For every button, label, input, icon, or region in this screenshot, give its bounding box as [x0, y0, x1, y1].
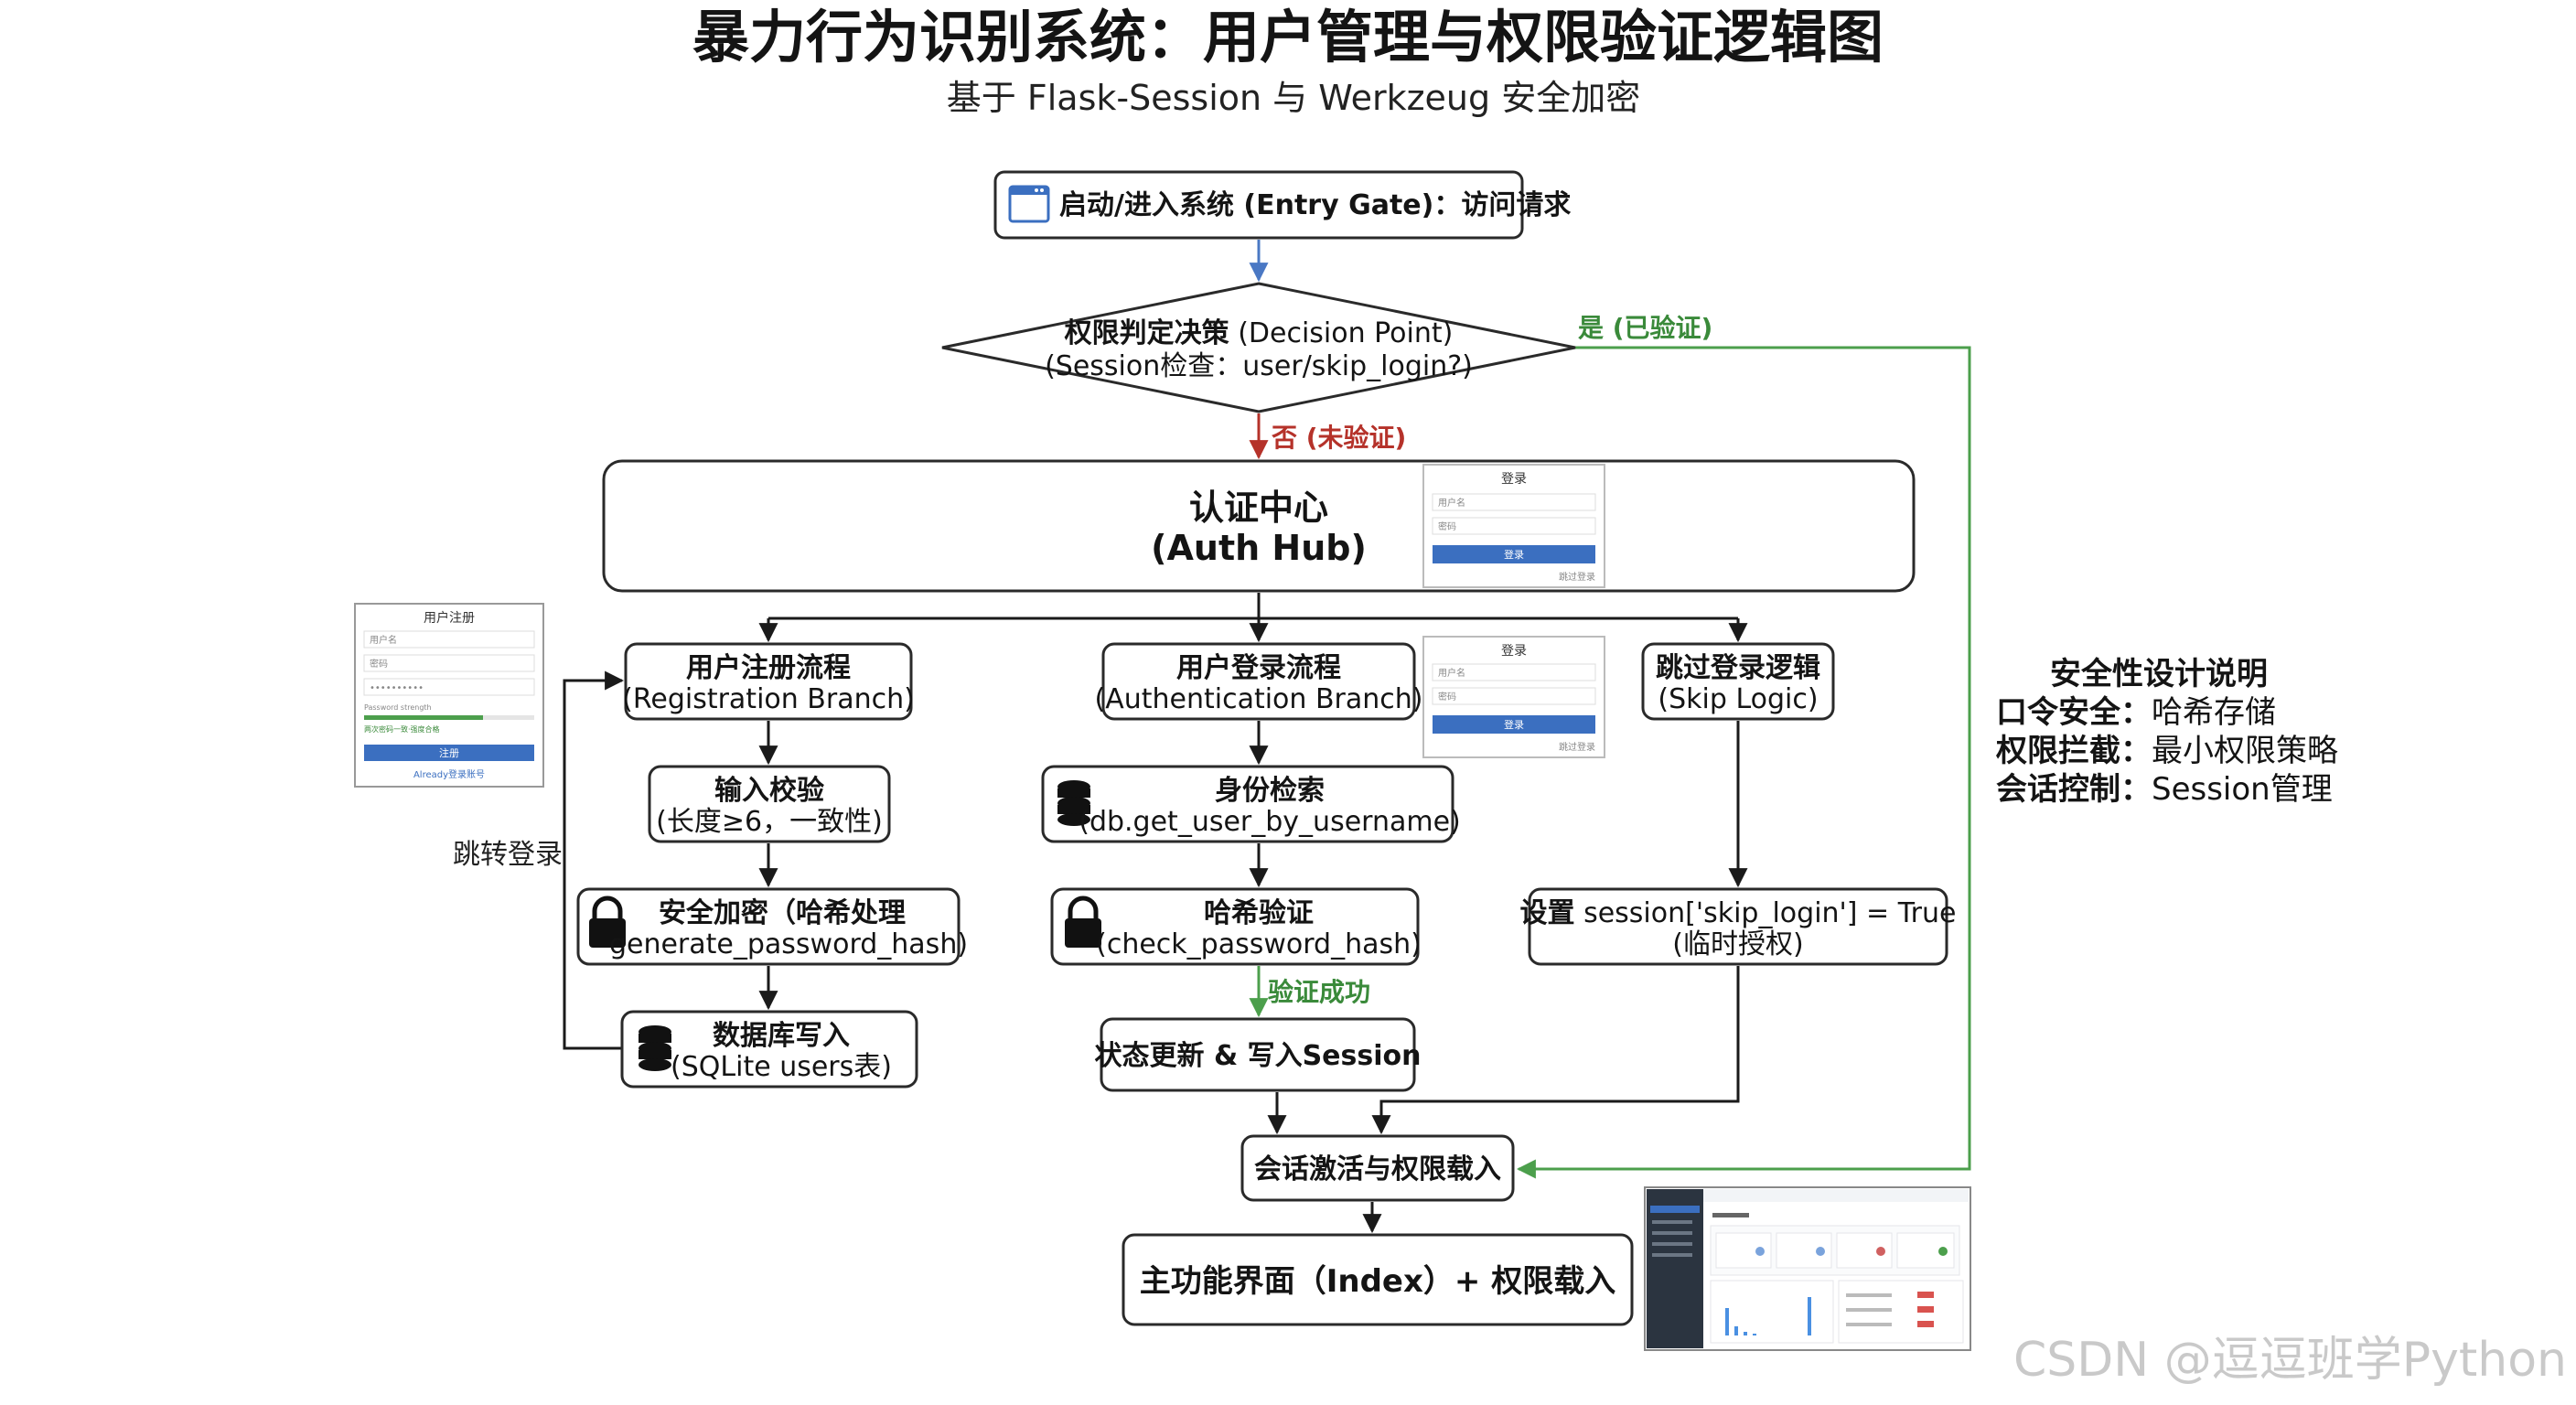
register-thumb-link: Already登录账号	[413, 768, 485, 780]
node-decision-line1-rest: (Decision Point)	[1229, 317, 1454, 349]
node-register-line1: 用户注册流程	[686, 652, 851, 684]
edge-label-yes: 是 (已验证)	[1578, 313, 1712, 343]
node-login-branch: 用户登录流程 (Authentication Branch)	[1095, 642, 1423, 721]
security-note-key-1: 口令安全：	[1996, 694, 2152, 731]
csdn-watermark: CSDN @逗逗班学Python	[2013, 1333, 2567, 1388]
login-form-thumbnail-2: 登录 用户名 密码 登录 跳过登录	[1422, 636, 1605, 758]
node-login-line1: 用户登录流程	[1176, 652, 1341, 684]
security-note-item-3: 会话控制：Session管理	[1996, 771, 2333, 808]
register-thumb-button: 注册	[439, 746, 459, 759]
login-thumb2-link: 跳过登录	[1559, 741, 1595, 753]
login-thumb-button: 登录	[1504, 548, 1524, 561]
node-identity-line1: 身份检索	[1215, 775, 1325, 807]
login-thumb2-field1: 用户名	[1438, 667, 1465, 679]
node-auth-hub: 认证中心 (Auth Hub)	[602, 459, 1916, 593]
node-auth-hub-line2: (Auth Hub)	[1151, 528, 1367, 568]
login-thumb-title: 登录	[1501, 472, 1527, 487]
node-db-write-line2: (SQLite users表)	[671, 1051, 892, 1083]
node-skip-set-line2: (临时授权)	[1672, 928, 1803, 960]
node-skip-set-line1-bold: 设置	[1520, 897, 1575, 929]
register-thumb-hint: 两次密码一致·强度合格	[364, 724, 440, 734]
node-skip-set-session: 设置 session['skip_login'] = True (临时授权)	[1520, 887, 1957, 966]
register-thumb-strength: Password strength	[364, 703, 432, 712]
database-icon	[639, 1025, 671, 1071]
edge-db-jump-login	[563, 670, 625, 1050]
node-skip-line1: 跳过登录逻辑	[1656, 652, 1820, 684]
node-entry-label: 启动/进入系统 (Entry Gate)：访问请求	[1059, 189, 1571, 221]
node-session-activate: 会话激活与权限载入	[1240, 1134, 1515, 1202]
node-skip-line2: (Skip Logic)	[1658, 683, 1818, 715]
database-icon	[1057, 780, 1090, 826]
node-db-write: 数据库写入 (SQLite users表)	[620, 1010, 918, 1089]
lock-icon	[589, 896, 626, 948]
edge-label-no: 否 (未验证)	[1272, 423, 1406, 453]
login-thumb-field1: 用户名	[1438, 497, 1465, 509]
node-auth-hub-line1: 认证中心	[1189, 488, 1328, 528]
node-decision-line1: 权限判定决策 (Decision Point)	[1064, 317, 1454, 349]
register-thumb-title: 用户注册	[424, 610, 475, 626]
register-thumb-field2: 密码	[370, 658, 388, 670]
node-main-interface: 主功能界面（Index）+ 权限载入	[1122, 1233, 1634, 1326]
security-note-heading: 安全性设计说明	[2050, 656, 2268, 692]
node-state-update-label: 状态更新 & 写入Session	[1095, 1040, 1422, 1072]
node-identity-line2: (db.get_user_by_username)	[1079, 806, 1461, 838]
login-thumb2-button: 登录	[1504, 718, 1524, 731]
node-hash-verify-line1: 哈希验证	[1204, 897, 1314, 929]
browser-window-icon	[1008, 185, 1050, 223]
security-note-value-3: Session管理	[2152, 771, 2333, 808]
node-hash-verify-line2: (check_password_hash)	[1096, 928, 1422, 960]
node-register-branch: 用户注册流程 (Registration Branch)	[622, 642, 915, 721]
node-hash-verify: 哈希验证 (check_password_hash)	[1050, 887, 1422, 966]
node-decision-point: 权限判定决策 (Decision Point) (Session检查：user/…	[941, 282, 1576, 413]
node-identity-lookup: 身份检索 (db.get_user_by_username)	[1041, 765, 1461, 843]
login-thumb-field2: 密码	[1438, 520, 1456, 532]
login-thumb2-field2: 密码	[1438, 691, 1456, 702]
security-note-item-2: 权限拦截：最小权限策略	[1995, 733, 2338, 769]
diagram-title: 暴力行为识别系统：用户管理与权限验证逻辑图	[692, 4, 1884, 70]
node-session-activate-label: 会话激活与权限载入	[1254, 1153, 1501, 1185]
security-note-key-2: 权限拦截：	[1995, 733, 2152, 769]
node-db-write-line1: 数据库写入	[713, 1020, 850, 1052]
security-note-value-1: 哈希存储	[2152, 694, 2276, 731]
security-design-notes: 安全性设计说明 口令安全：哈希存储 权限拦截：最小权限策略 会话控制：Sessi…	[1995, 656, 2338, 808]
dashboard-thumbnail	[1644, 1186, 1971, 1351]
login-thumb2-title: 登录	[1501, 644, 1527, 659]
register-thumb-field3: ••••••••••	[370, 683, 424, 693]
security-note-key-3: 会话控制：	[1996, 771, 2152, 808]
edge-decision-yes	[1516, 346, 1971, 1179]
node-main-interface-label: 主功能界面（Index）+ 权限载入	[1140, 1263, 1616, 1300]
node-input-check-line2: (长度≥6，一致性)	[656, 806, 883, 838]
edge-label-jump-login: 跳转登录	[453, 839, 563, 871]
security-note-item-1: 口令安全：哈希存储	[1996, 694, 2276, 731]
node-input-check: 输入校验 (长度≥6，一致性)	[648, 765, 891, 843]
edge-label-verify-success: 验证成功	[1268, 977, 1370, 1007]
node-encrypt-line1: 安全加密（哈希处理	[659, 897, 906, 929]
login-thumb-link: 跳过登录	[1559, 571, 1595, 583]
node-login-line2: (Authentication Branch)	[1095, 683, 1423, 715]
lock-icon	[1065, 896, 1101, 948]
node-encrypt-line2: generate_password_hash)	[609, 928, 968, 960]
node-input-check-line1: 输入校验	[714, 775, 824, 807]
node-secure-encrypt: 安全加密（哈希处理 generate_password_hash)	[576, 887, 968, 966]
node-skip-set-line1: 设置 session['skip_login'] = True	[1520, 897, 1957, 929]
node-skip-logic: 跳过登录逻辑 (Skip Logic)	[1641, 642, 1835, 721]
node-register-line2: (Registration Branch)	[622, 683, 915, 715]
node-skip-set-line1-rest: session['skip_login'] = True	[1575, 897, 1957, 929]
diagram-subtitle: 基于 Flask-Session 与 Werkzeug 安全加密	[947, 78, 1640, 118]
edge-set-to-session	[1371, 966, 1740, 1135]
login-form-thumbnail: 登录 用户名 密码 登录 跳过登录	[1422, 464, 1605, 588]
node-decision-line1-bold: 权限判定决策	[1064, 317, 1229, 349]
register-thumb-field1: 用户名	[370, 634, 397, 646]
security-note-value-2: 最小权限策略	[2152, 733, 2338, 769]
node-entry-gate: 启动/进入系统 (Entry Gate)：访问请求	[993, 170, 1571, 240]
node-state-update: 状态更新 & 写入Session	[1095, 1017, 1422, 1092]
register-form-thumbnail: 用户注册 用户名 密码 •••••••••• Password strength…	[354, 603, 544, 788]
node-decision-line2: (Session检查：user/skip_login?)	[1045, 350, 1473, 382]
